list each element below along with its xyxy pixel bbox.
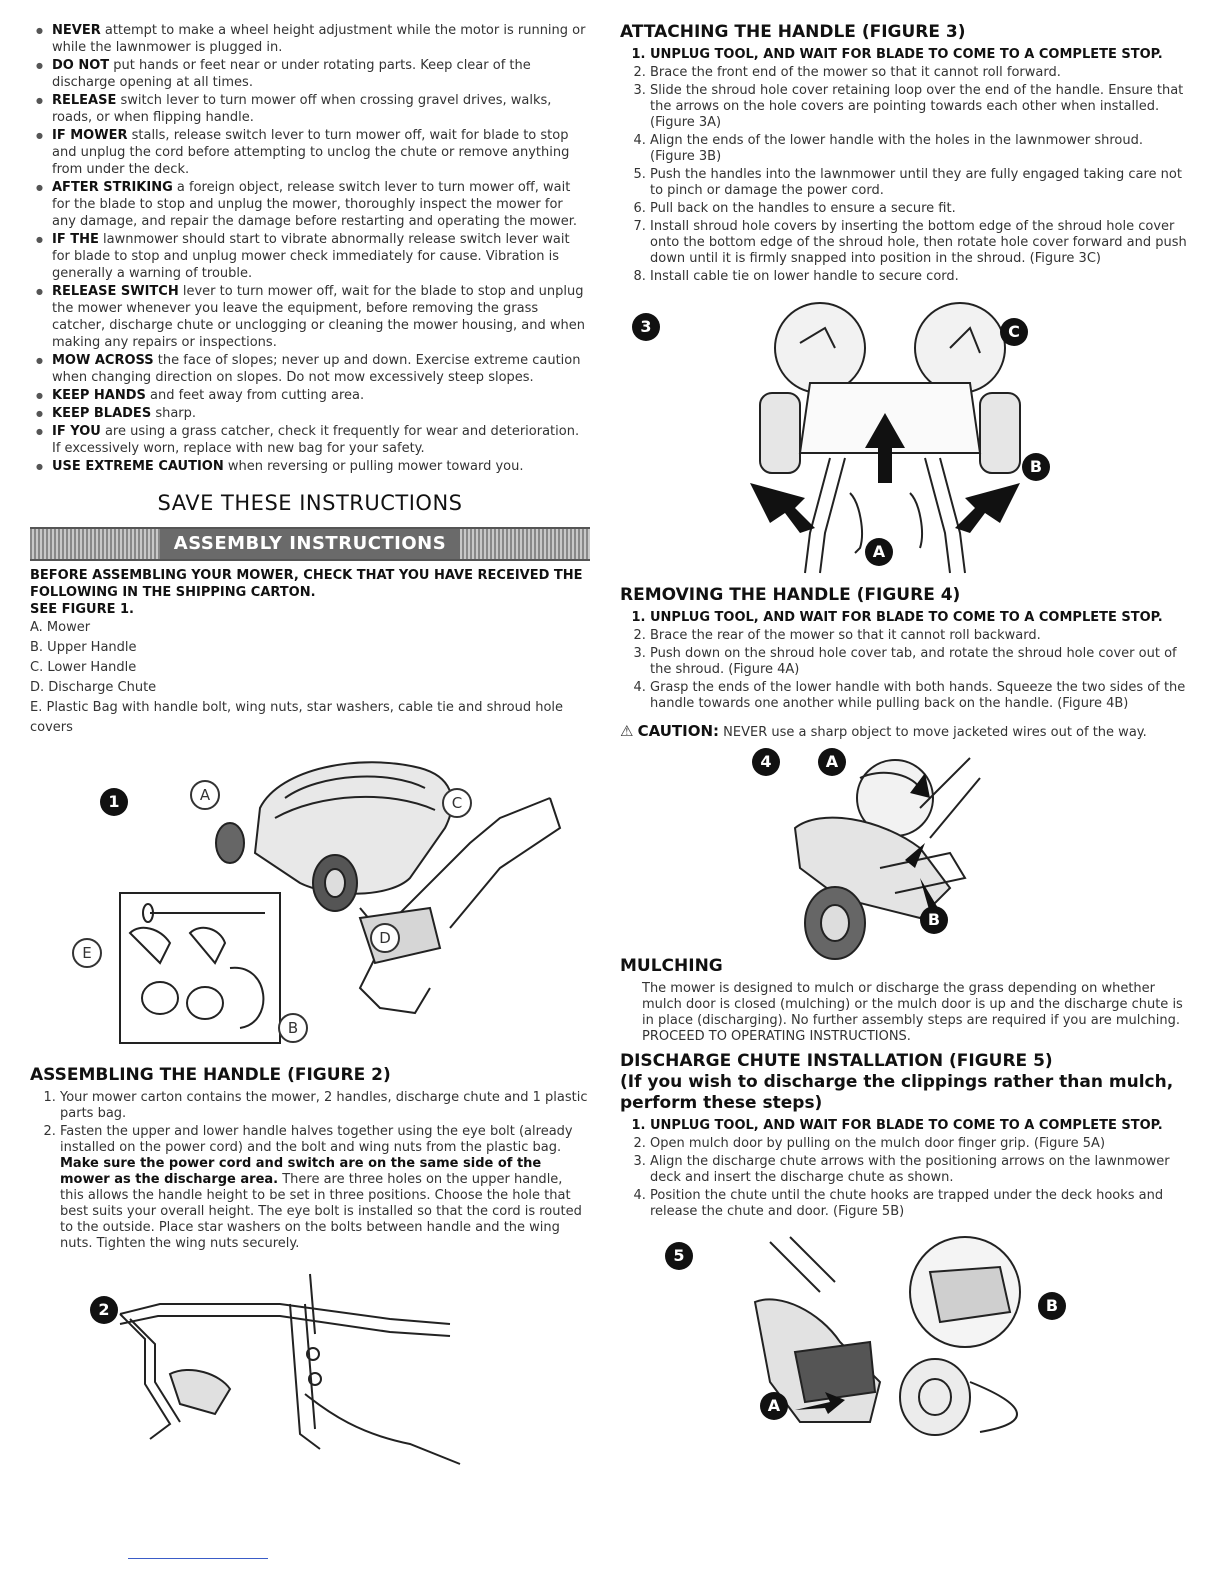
before-assembly-note: BEFORE ASSEMBLING YOUR MOWER, CHECK THAT… [30, 568, 583, 600]
assembly-banner: ASSEMBLY INSTRUCTIONS [30, 527, 590, 561]
list-item: DO NOT put hands or feet near or under r… [30, 57, 590, 91]
part-e: E. Plastic Bag with handle bolt, wing nu… [30, 700, 564, 735]
callout-a: A [190, 780, 220, 810]
left-column: NEVER attempt to make a wheel height adj… [30, 22, 590, 1474]
mulching-title: MULCHING [620, 956, 723, 976]
figure-5-illustration [753, 1236, 1021, 1436]
callout-a: A [865, 538, 893, 566]
list-item: Install cable tie on lower handle to sec… [650, 269, 1190, 285]
list-item: Position the chute until the chute hooks… [650, 1188, 1190, 1220]
right-column: ATTACHING THE HANDLE (FIGURE 3) UNPLUG T… [620, 22, 1190, 1437]
list-item: IF MOWER stalls, release switch lever to… [30, 127, 590, 178]
figure-1: 1 A C D E B [30, 748, 590, 1053]
list-item: IF THE lawnmower should start to vibrate… [30, 231, 590, 282]
list-item: Align the discharge chute arrows with th… [650, 1154, 1190, 1186]
callout-e: E [72, 938, 102, 968]
caution-text: NEVER use a sharp object to move jackete… [719, 725, 1147, 740]
part-b: B. Upper Handle [30, 640, 137, 655]
assembling-steps: Your mower carton contains the mower, 2 … [30, 1090, 590, 1252]
callout-c: C [1000, 318, 1028, 346]
mulching-text: The mower is designed to mulch or discha… [642, 981, 1183, 1044]
figure-5-number: 5 [665, 1242, 693, 1270]
figure-5: 5 B A [620, 1232, 1190, 1437]
list-item: Install shroud hole covers by inserting … [650, 219, 1190, 267]
discharge-chute-subtitle: (If you wish to discharge the clippings … [620, 1072, 1174, 1113]
figure-2-illustration [119, 1273, 461, 1465]
attaching-steps: UNPLUG TOOL, AND WAIT FOR BLADE TO COME … [620, 47, 1190, 285]
assembling-handle-title: ASSEMBLING THE HANDLE (FIGURE 2) [30, 1065, 391, 1085]
callout-c: C [442, 788, 472, 818]
list-item: Brace the front end of the mower so that… [650, 65, 1190, 81]
list-item: UNPLUG TOOL, AND WAIT FOR BLADE TO COME … [650, 610, 1190, 626]
removing-handle-title: REMOVING THE HANDLE (FIGURE 4) [620, 585, 961, 605]
part-a: A. Mower [30, 620, 91, 635]
list-item: Your mower carton contains the mower, 2 … [60, 1090, 590, 1122]
figure-1-illustration [119, 761, 562, 1044]
part-c: C. Lower Handle [30, 660, 137, 675]
footer-rule [128, 1558, 268, 1559]
list-item: NEVER attempt to make a wheel height adj… [30, 22, 590, 56]
list-item: AFTER STRIKING a foreign object, release… [30, 179, 590, 230]
discharge-steps: UNPLUG TOOL, AND WAIT FOR BLADE TO COME … [620, 1118, 1190, 1220]
callout-b: B [1038, 1292, 1066, 1320]
list-item: Push down on the shroud hole cover tab, … [650, 646, 1190, 678]
list-item: UNPLUG TOOL, AND WAIT FOR BLADE TO COME … [650, 1118, 1190, 1134]
caution-label: CAUTION: [637, 722, 720, 740]
warning-triangle-icon: ⚠ [620, 722, 634, 740]
assembly-banner-label: ASSEMBLY INSTRUCTIONS [159, 529, 461, 559]
list-item: Slide the shroud hole cover retaining lo… [650, 83, 1190, 131]
figure-4-number: 4 [752, 748, 780, 776]
list-item: IF YOU are using a grass catcher, check … [30, 423, 590, 457]
figure-4: 4 A B [620, 748, 1190, 968]
part-d: D. Discharge Chute [30, 680, 157, 695]
figure-4-illustration [793, 757, 981, 960]
callout-a: A [760, 1392, 788, 1420]
list-item: RELEASE SWITCH lever to turn mower off, … [30, 283, 590, 351]
list-item: KEEP HANDS and feet away from cutting ar… [30, 387, 590, 404]
figure-3-number: 3 [632, 313, 660, 341]
figure-1-number: 1 [100, 788, 128, 816]
save-instructions-heading: SAVE THESE INSTRUCTIONS [157, 491, 463, 515]
list-item: Brace the rear of the mower so that it c… [650, 628, 1190, 644]
callout-d: D [370, 923, 400, 953]
callout-b: B [278, 1013, 308, 1043]
callout-a: A [818, 748, 846, 776]
list-item: UNPLUG TOOL, AND WAIT FOR BLADE TO COME … [650, 47, 1190, 63]
callout-b: B [920, 906, 948, 934]
discharge-chute-title: DISCHARGE CHUTE INSTALLATION (FIGURE 5) [620, 1051, 1053, 1071]
list-item: Open mulch door by pulling on the mulch … [650, 1136, 1190, 1152]
list-item: Pull back on the handles to ensure a sec… [650, 201, 1190, 217]
attaching-handle-title: ATTACHING THE HANDLE (FIGURE 3) [620, 22, 966, 42]
removing-steps: UNPLUG TOOL, AND WAIT FOR BLADE TO COME … [620, 610, 1190, 712]
list-item: Push the handles into the lawnmower unti… [650, 167, 1190, 199]
figure-2: 2 [30, 1264, 590, 1474]
list-item: USE EXTREME CAUTION when reversing or pu… [30, 458, 590, 475]
figure-2-number: 2 [90, 1296, 118, 1324]
list-item: KEEP BLADES sharp. [30, 405, 590, 422]
figure-3-illustration [750, 302, 1021, 574]
before-assembly-section: BEFORE ASSEMBLING YOUR MOWER, CHECK THAT… [30, 567, 590, 738]
figure-3: 3 C B A [620, 293, 1190, 583]
callout-b: B [1022, 453, 1050, 481]
list-item: MOW ACROSS the face of slopes; never up … [30, 352, 590, 386]
caution-note: ⚠ CAUTION: NEVER use a sharp object to m… [620, 722, 1190, 740]
list-item: RELEASE switch lever to turn mower off w… [30, 92, 590, 126]
list-item: Align the ends of the lower handle with … [650, 133, 1190, 165]
list-item: Fasten the upper and lower handle halves… [60, 1124, 590, 1252]
safety-list: NEVER attempt to make a wheel height adj… [30, 22, 590, 475]
list-item: Grasp the ends of the lower handle with … [650, 680, 1190, 712]
see-figure-1: SEE FIGURE 1. [30, 602, 134, 617]
